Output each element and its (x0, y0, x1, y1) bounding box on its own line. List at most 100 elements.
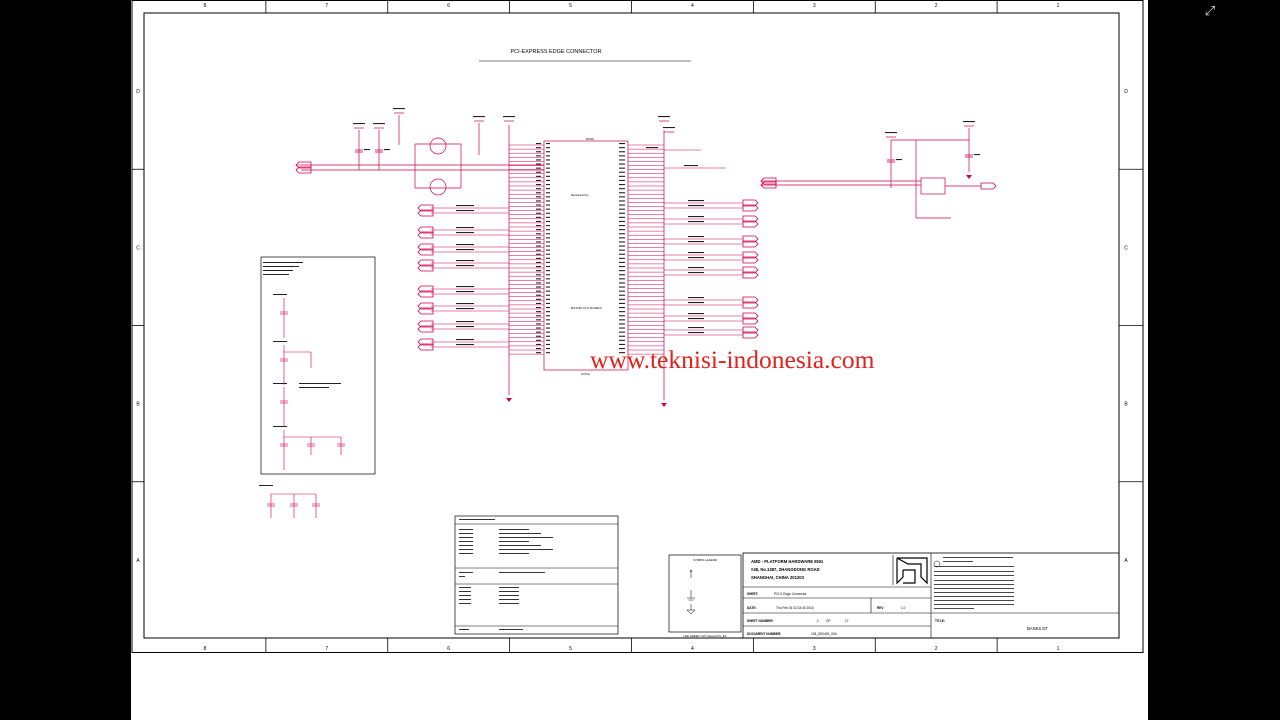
pin-text-mark (688, 302, 704, 304)
zone-column-label: 6 (447, 3, 450, 9)
pin-text-mark (546, 229, 550, 231)
chip-mech-key-label: Mechanical Key (571, 194, 589, 197)
pin-text-mark (619, 143, 625, 145)
pin-text-mark (536, 155, 541, 157)
pin-text-mark (546, 216, 550, 218)
pin-text-mark (536, 204, 541, 206)
switch-chip-u1 (920, 177, 946, 195)
off-page-connector (417, 248, 434, 256)
zone-row-label: D (1124, 89, 1128, 95)
fine-print-mark (934, 575, 1014, 576)
zone-row-label: B (1124, 402, 1128, 408)
pin-text-mark (546, 147, 550, 149)
pin-text-mark (619, 192, 625, 194)
pin-text-mark (384, 149, 390, 151)
pin-text-mark (546, 175, 550, 177)
pin-text-mark (619, 167, 625, 169)
pin-text-mark (546, 179, 550, 181)
pin-text-mark (546, 278, 550, 280)
pin-text-mark (393, 108, 405, 110)
fine-print-mark (459, 572, 473, 573)
fine-print-mark (459, 599, 471, 600)
pin-text-mark (619, 241, 625, 243)
date-value: Thu Feb 04 02:23:45 2016 (776, 606, 814, 610)
pin-text-mark (619, 323, 625, 325)
zone-column-label: 5 (569, 3, 572, 9)
symbol-legend-heading: SYMBOL LEGEND (693, 558, 717, 562)
pin-text-mark (456, 210, 474, 212)
fine-print-mark (934, 596, 1014, 597)
watermark: www.teknisi-indonesia.com (590, 345, 875, 374)
pin-text-mark (688, 200, 704, 202)
pin-text-mark (546, 323, 550, 325)
pin-text-mark (536, 352, 541, 354)
fine-print-mark (499, 603, 519, 604)
pin-text-mark (619, 196, 625, 198)
pin-text-mark (546, 315, 550, 317)
pin-text-mark (688, 221, 704, 223)
date-label: DATE: (747, 606, 757, 610)
pin-text-mark (546, 196, 550, 198)
pin-text-mark (619, 151, 625, 153)
pin-text-mark (456, 232, 474, 234)
fine-print-mark (499, 541, 529, 542)
pcie-connector-chip (543, 140, 629, 371)
pin-text-mark (546, 270, 550, 272)
pin-text-mark (546, 184, 550, 186)
zone-column-label: 2 (935, 3, 938, 9)
document-number: 105_D00400_00A (811, 632, 838, 636)
off-page-connector (760, 181, 777, 189)
pin-text-mark (536, 266, 541, 268)
pin-text-mark (536, 298, 541, 300)
zone-row-label: D (136, 89, 140, 95)
pin-text-mark (619, 216, 625, 218)
pin-text-mark (456, 205, 474, 207)
fine-print-mark (934, 588, 1014, 589)
fullscreen-toggle[interactable]: ⤢ (1201, 3, 1219, 21)
pin-text-mark (546, 208, 550, 210)
pin-text-mark (619, 348, 625, 350)
off-page-connector (295, 166, 312, 174)
note-text-mark (263, 262, 303, 263)
pin-text-mark (619, 315, 625, 317)
fine-print-mark (459, 529, 473, 530)
pin-text-mark (619, 298, 625, 300)
pin-text-mark (619, 212, 625, 214)
pin-text-mark (536, 286, 541, 288)
pin-text-mark (619, 175, 625, 177)
pin-text-mark (688, 272, 704, 274)
zone-column-label: 2 (935, 646, 938, 652)
fine-print-mark (459, 533, 473, 534)
pin-text-mark (536, 192, 541, 194)
pin-text-mark (619, 352, 625, 354)
zone-column-label: 3 (813, 3, 816, 9)
pin-text-mark (546, 143, 550, 145)
pin-text-mark (536, 315, 541, 317)
note-text-mark (263, 270, 293, 271)
document-number-label: DOCUMENT NUMBER: (747, 632, 781, 636)
net-label-mark (273, 341, 287, 342)
fine-print-mark (943, 561, 973, 562)
title-value: BANKS DT (1027, 626, 1048, 631)
pin-text-mark (536, 220, 541, 222)
fine-print-mark (499, 537, 553, 538)
fine-print-mark (459, 576, 465, 577)
net-label-mark (273, 294, 287, 295)
fine-print-mark (499, 553, 529, 554)
pin-text-mark (456, 244, 474, 246)
pin-text-mark (536, 253, 541, 255)
pin-text-mark (536, 171, 541, 173)
pin-text-mark (546, 343, 550, 345)
pin-text-mark (688, 205, 704, 207)
pin-text-mark (546, 298, 550, 300)
pin-text-mark (619, 270, 625, 272)
pin-text-mark (546, 261, 550, 263)
off-page-connector (980, 182, 997, 190)
off-page-connector (417, 325, 434, 333)
pin-text-mark (456, 265, 474, 267)
pin-text-mark (688, 257, 704, 259)
circuit-group-box (454, 515, 619, 635)
pin-text-mark (619, 290, 625, 292)
